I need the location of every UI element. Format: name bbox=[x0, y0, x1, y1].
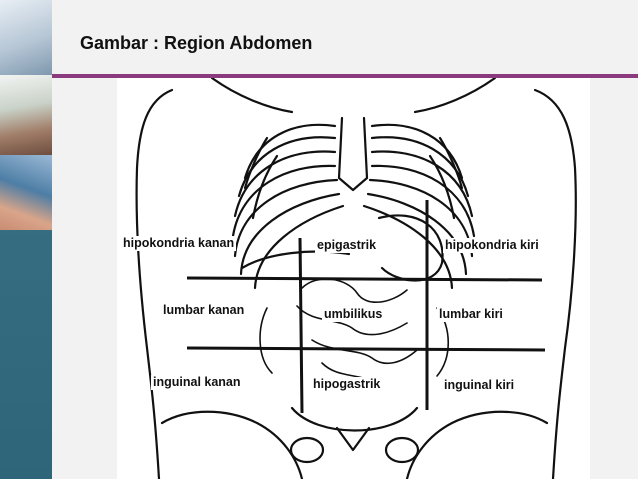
sacrum bbox=[335, 426, 371, 452]
sidebar-decoration bbox=[0, 0, 52, 479]
region-label-umbilikus: umbilikus bbox=[322, 307, 385, 322]
grid-line-upper-horizontal bbox=[186, 276, 543, 282]
grid-line-left-vertical bbox=[298, 237, 304, 414]
medical-photo-3 bbox=[0, 155, 52, 230]
grid-line-lower-horizontal bbox=[186, 346, 546, 352]
ribs-left bbox=[231, 123, 345, 290]
region-label-inguinal-kiri: inguinal kiri bbox=[442, 378, 517, 393]
liver-outline bbox=[240, 250, 351, 270]
region-label-lumbar-kanan: lumbar kanan bbox=[161, 303, 247, 318]
region-label-lumbar-kiri: lumbar kiri bbox=[437, 307, 505, 322]
pelvic-basin bbox=[290, 406, 419, 432]
region-label-hipokondria-kiri: hipokondria kiri bbox=[443, 238, 541, 253]
neck-right bbox=[413, 78, 497, 114]
hip-joint-left bbox=[289, 436, 325, 464]
hip-joint-right bbox=[384, 436, 420, 464]
medical-photo-1 bbox=[0, 0, 52, 75]
torso-outline-left bbox=[135, 88, 174, 479]
sternum bbox=[337, 116, 369, 192]
stomach-outline bbox=[377, 214, 444, 282]
ribs-right bbox=[362, 123, 476, 290]
medical-photo-2 bbox=[0, 75, 52, 155]
pelvis-left bbox=[160, 410, 304, 479]
slide-title: Gambar : Region Abdomen bbox=[80, 33, 313, 53]
region-grid bbox=[186, 200, 546, 414]
title-area bbox=[52, 0, 638, 76]
region-label-epigastrik: epigastrik bbox=[315, 238, 379, 253]
intestines bbox=[259, 278, 449, 384]
region-label-inguinal-kanan: inguinal kanan bbox=[151, 375, 243, 390]
torso-outline-right bbox=[533, 88, 577, 479]
region-label-hipokondria-kanan: hipokondria kanan bbox=[121, 236, 237, 251]
pelvis-right bbox=[405, 410, 549, 479]
medical-photo-strip bbox=[0, 0, 52, 230]
title-divider bbox=[52, 74, 638, 78]
neck-left bbox=[210, 78, 294, 114]
region-label-hipogastrik: hipogastrik bbox=[311, 377, 383, 392]
abdomen-diagram: hipokondria kanan epigastrik hipokondria… bbox=[117, 78, 590, 479]
abdomen-illustration bbox=[135, 78, 577, 479]
